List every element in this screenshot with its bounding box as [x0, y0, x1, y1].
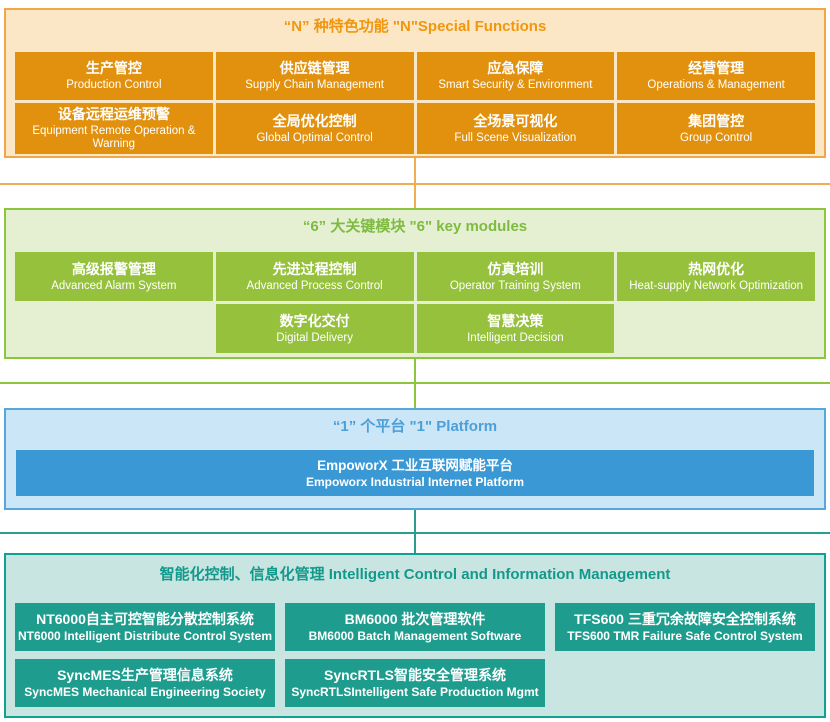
box-label-en: Equipment Remote Operation & Warning: [32, 125, 196, 150]
box-label-en: Operations & Management: [647, 79, 785, 91]
section-platform-title: “1” 个平台 "1" Platform: [332, 418, 498, 435]
box-label-zh: 仿真培训: [487, 260, 544, 277]
box-tfs600-safety: TFS600 三重冗余故障安全控制系统 TFS600 TMR Failure S…: [555, 603, 815, 651]
connector-vline-3: [414, 510, 416, 553]
connector-vline-1: [414, 158, 416, 208]
box-label-en: Production Control: [66, 79, 162, 91]
box-label-zh: EmpoworX 工业互联网赋能平台: [317, 458, 513, 473]
box-global-optimal-control: 全局优化控制 Global Optimal Control: [215, 103, 414, 154]
box-label-en: Digital Delivery: [276, 331, 353, 344]
box-label-en: SyncMES Mechanical Engineering Society: [24, 685, 266, 699]
box-syncmes: SyncMES生产管理信息系统 SyncMES Mechanical Engin…: [15, 659, 275, 707]
box-label-en: Global Optimal Control: [256, 131, 373, 144]
box-advanced-alarm-system: 高级报警管理 Advanced Alarm System: [15, 252, 213, 301]
box-label-zh: 智慧决策: [487, 312, 544, 329]
section-key-modules-title: “6” 大关键模块 "6" key modules: [302, 218, 528, 235]
box-label-zh: 全局优化控制: [272, 112, 357, 129]
box-label-zh: 生产管控: [85, 60, 142, 76]
key-modules-grid: 高级报警管理 Advanced Alarm System 先进过程控制 Adva…: [15, 252, 815, 353]
box-label-en: BM6000 Batch Management Software: [308, 629, 522, 643]
box-advanced-process-control: 先进过程控制 Advanced Process Control: [215, 252, 414, 301]
box-label-zh: NT6000自主可控智能分散控制系统: [36, 611, 254, 627]
box-nt6000-dcs: NT6000自主可控智能分散控制系统 NT6000 Intelligent Di…: [15, 603, 275, 651]
box-digital-delivery: 数字化交付 Digital Delivery: [215, 304, 414, 353]
box-syncrtls: SyncRTLS智能安全管理系统 SyncRTLSIntelligent Saf…: [285, 659, 545, 707]
box-label-en: SyncRTLSIntelligent Safe Production Mgmt: [291, 685, 539, 699]
box-label-en: Smart Security & Environment: [438, 79, 593, 91]
box-full-scene-visualization: 全场景可视化 Full Scene Visualization: [416, 103, 615, 154]
box-operator-training-system: 仿真培训 Operator Training System: [416, 252, 615, 301]
box-heat-supply-network-optimization: 热网优化 Heat-supply Network Optimization: [617, 252, 815, 301]
box-label-en: Advanced Process Control: [246, 279, 383, 292]
box-label-en: TFS600 TMR Failure Safe Control System: [567, 629, 803, 643]
box-label-zh: 集团管控: [688, 112, 745, 129]
box-intelligent-decision: 智慧决策 Intelligent Decision: [416, 304, 615, 353]
box-label-en: Advanced Alarm System: [51, 279, 177, 292]
box-label-zh: 供应链管理: [279, 60, 350, 76]
box-label-zh: 数字化交付: [279, 312, 350, 329]
box-label-zh: 设备远程运维预警: [57, 106, 170, 122]
box-bm6000-batch: BM6000 批次管理软件 BM6000 Batch Management So…: [285, 603, 545, 651]
box-label-zh: SyncRTLS智能安全管理系统: [323, 667, 506, 683]
box-label-zh: 经营管理: [688, 60, 745, 76]
box-label-zh: 全场景可视化: [473, 112, 558, 129]
box-label-en: Full Scene Visualization: [454, 131, 577, 144]
section-platform: “1” 个平台 "1" Platform EmpoworX 工业互联网赋能平台 …: [4, 408, 826, 510]
special-functions-grid: 生产管控 Production Control 供应链管理 Supply Cha…: [15, 52, 815, 154]
box-label-zh: 先进过程控制: [272, 260, 357, 277]
box-group-control: 集团管控 Group Control: [617, 103, 815, 154]
box-label-en: Heat-supply Network Optimization: [629, 279, 804, 292]
box-supply-chain-management: 供应链管理 Supply Chain Management: [215, 52, 414, 100]
connector-vline-2: [414, 359, 416, 408]
box-equipment-remote-operation-warning: 设备远程运维预警 Equipment Remote Operation & Wa…: [15, 103, 213, 154]
intelligent-control-grid: NT6000自主可控智能分散控制系统 NT6000 Intelligent Di…: [15, 603, 815, 707]
section-special-functions: “N” 种特色功能 "N"Special Functions 生产管控 Prod…: [4, 8, 826, 158]
section-intelligent-control: 智能化控制、信息化管理 Intelligent Control and Info…: [4, 553, 826, 718]
box-empoworx-platform: EmpoworX 工业互联网赋能平台 Empoworx Industrial I…: [16, 450, 814, 496]
box-label-zh: SyncMES生产管理信息系统: [57, 667, 233, 683]
box-label-zh: TFS600 三重冗余故障安全控制系统: [574, 611, 796, 627]
box-operations-management: 经营管理 Operations & Management: [617, 52, 815, 100]
box-production-control: 生产管控 Production Control: [15, 52, 213, 100]
box-label-zh: 热网优化: [688, 260, 745, 277]
section-intelligent-control-title: 智能化控制、信息化管理 Intelligent Control and Info…: [159, 566, 671, 583]
box-label-zh: 高级报警管理: [71, 260, 156, 277]
box-smart-security-environment: 应急保障 Smart Security & Environment: [416, 52, 615, 100]
box-label-en: Group Control: [680, 131, 753, 144]
box-label-zh: BM6000 批次管理软件: [344, 611, 486, 627]
section-key-modules: “6” 大关键模块 "6" key modules 高级报警管理 Advance…: [4, 208, 826, 359]
box-label-en: Intelligent Decision: [467, 331, 564, 344]
box-label-zh: 应急保障: [487, 60, 544, 76]
box-label-en: NT6000 Intelligent Distribute Control Sy…: [17, 629, 273, 643]
box-label-en: Supply Chain Management: [245, 79, 384, 91]
box-label-en: Operator Training System: [449, 279, 581, 292]
section-special-functions-title: “N” 种特色功能 "N"Special Functions: [283, 18, 547, 35]
box-label-en: Empoworx Industrial Internet Platform: [305, 475, 525, 489]
